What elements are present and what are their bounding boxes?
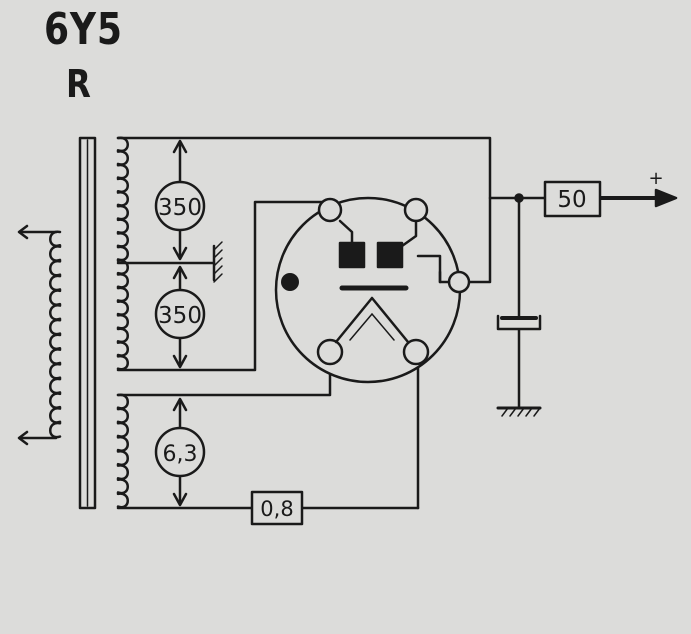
positive-polarity-text: + xyxy=(648,168,663,189)
rectifier-tube xyxy=(274,196,471,384)
hv-upper-arrow xyxy=(172,139,188,261)
transformer-core xyxy=(78,136,97,510)
hv-lower-arrow xyxy=(172,265,188,369)
output-wiring xyxy=(488,188,678,410)
filter-capacitor-icon xyxy=(496,314,542,331)
tube-suffix-label: R xyxy=(66,62,92,106)
heater-voltage-arrow xyxy=(172,397,188,507)
center-tap-ground-icon xyxy=(212,241,223,283)
heater-secondary-winding xyxy=(116,393,129,509)
heater-voltage-text: 6,3 xyxy=(163,442,198,467)
ground-icon xyxy=(496,406,542,417)
hv-lower-label-circle xyxy=(154,288,206,340)
primary-arrows xyxy=(17,224,58,446)
hv-upper-label-circle xyxy=(154,180,206,232)
heater-current-text: 0,8 xyxy=(260,497,293,521)
hv-lower-voltage-text: 350 xyxy=(158,303,202,329)
hv-secondary-winding xyxy=(116,136,129,371)
hv-upper-voltage-text: 350 xyxy=(158,195,202,221)
hv-wiring xyxy=(116,136,492,372)
heater-voltage-label-circle xyxy=(154,426,206,478)
tube-type-title: 6Y5 xyxy=(44,4,123,55)
heater-current-box xyxy=(250,490,304,526)
output-current-text: 50 xyxy=(557,187,586,213)
output-current-box xyxy=(543,180,602,218)
primary-winding xyxy=(49,230,62,439)
